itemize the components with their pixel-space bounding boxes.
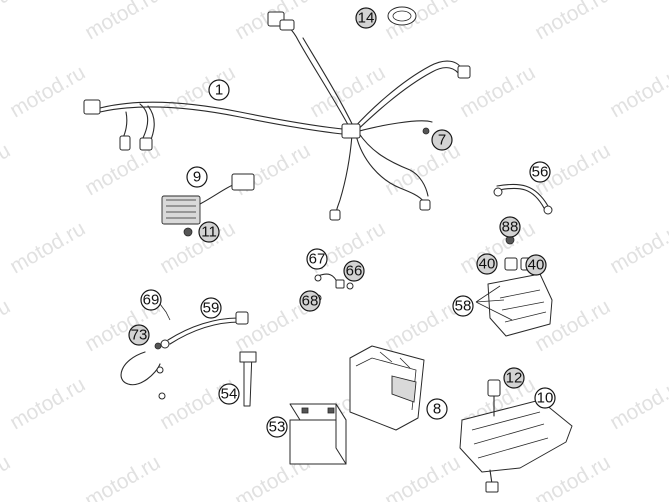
watermark-text: motod.ru [0,0,14,44]
svg-text:1: 1 [215,82,223,99]
callout-69: 69 [140,289,162,311]
svg-text:9: 9 [193,169,201,186]
cable-part-56 [493,183,553,215]
watermark-text: motod.ru [0,139,14,200]
callout-54: 54 [218,383,240,405]
svg-text:68: 68 [302,293,319,310]
svg-text:56: 56 [532,164,549,181]
clamp-part-14 [387,6,417,26]
svg-text:40: 40 [479,256,496,273]
svg-text:7: 7 [438,132,446,149]
regulator-part-9 [161,173,255,237]
svg-text:8: 8 [433,401,441,418]
watermark-text: motod.ru [606,217,669,278]
callout-11: 11 [198,221,220,243]
callout-40-left: 40 [476,253,498,275]
watermark-text: motod.ru [6,217,89,278]
svg-text:69: 69 [143,292,160,309]
svg-text:67: 67 [309,251,326,268]
svg-text:10: 10 [537,390,554,407]
strap-part-54 [239,351,257,407]
callout-1: 1 [208,79,230,101]
callout-8: 8 [426,398,448,420]
cable-loop [120,351,166,400]
svg-text:53: 53 [269,419,286,436]
callout-88: 88 [499,216,521,238]
callout-67: 67 [306,248,328,270]
svg-text:88: 88 [502,219,519,236]
watermark-text: motod.ru [156,217,239,278]
callout-14: 14 [355,7,377,29]
callout-66: 66 [343,260,365,282]
watermark-text: motod.ru [381,139,464,200]
callout-7: 7 [431,129,453,151]
svg-text:73: 73 [131,327,148,344]
watermark-text: motod.ru [6,61,89,122]
watermark-text: motod.ru [381,451,464,502]
svg-text:66: 66 [346,263,363,280]
svg-text:58: 58 [455,298,472,315]
watermark-text: motod.ru [231,139,314,200]
callout-10: 10 [534,387,556,409]
callout-53: 53 [266,416,288,438]
watermark-text: motod.ru [606,373,669,434]
svg-text:11: 11 [201,224,217,241]
control-unit-part-10 [459,379,573,493]
callout-58: 58 [452,295,474,317]
callout-9: 9 [186,166,208,188]
wiring-harness [83,11,471,221]
cable-part-59 [154,303,249,350]
callout-68: 68 [299,290,321,312]
svg-text:40: 40 [528,257,545,274]
battery-box-part-8 [349,345,425,431]
watermark-text: motod.ru [606,61,669,122]
watermark-text: motod.ru [306,61,389,122]
callout-73: 73 [128,324,150,346]
watermark-text: motod.ru [531,451,614,502]
svg-text:54: 54 [221,386,238,403]
watermark-text: motod.ru [81,0,164,44]
watermark-text: motod.ru [81,451,164,502]
callout-40-right: 40 [525,254,547,276]
svg-text:12: 12 [506,370,523,387]
watermark-text: motod.ru [0,295,14,356]
watermark-text: motod.ru [0,451,14,502]
callout-59: 59 [200,297,222,319]
battery-part-53 [289,403,347,465]
watermark-text: motod.ru [531,0,614,44]
svg-text:14: 14 [358,10,375,27]
watermark-text: motod.ru [381,295,464,356]
callout-12: 12 [503,367,525,389]
callout-layer: 1 7 8 9 10 11 12 14 40 40 53 54 56 58 59 [128,7,556,438]
starter-relay-assembly [475,235,553,337]
callout-56: 56 [529,161,551,183]
watermark-text: motod.ru [6,373,89,434]
svg-text:59: 59 [203,300,220,317]
bolt-part-7 [422,127,430,135]
